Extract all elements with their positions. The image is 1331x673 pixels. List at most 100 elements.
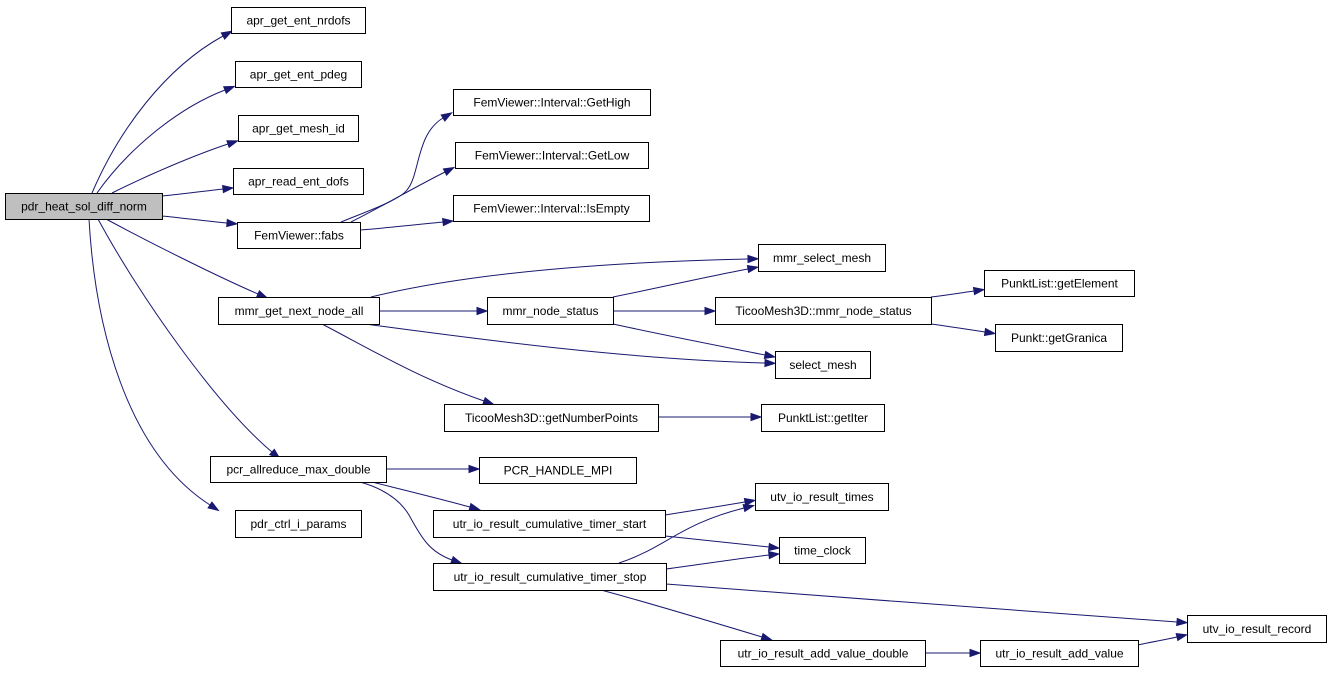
- edge-line: [96, 89, 226, 194]
- node-punktlist-getiter[interactable]: PunktList::getIter: [761, 404, 885, 432]
- node-ticoomesh3d-mmr-node-status[interactable]: TicooMesh3D::mmr_node_status: [715, 297, 932, 325]
- edge-line: [618, 507, 745, 564]
- node-box: [235, 510, 362, 538]
- edge-arrowhead: [742, 504, 756, 513]
- node-utv-io-result-times[interactable]: utv_io_result_times: [755, 483, 889, 511]
- edge-n9-n10: [370, 254, 760, 298]
- node-femviewer-interval-gethigh[interactable]: FemViewer::Interval::GetHigh: [453, 89, 651, 116]
- edge-n5-n6: [340, 112, 453, 223]
- node-box: [238, 115, 359, 142]
- edge-n0-n1: [91, 30, 234, 194]
- node-apr-get-mesh-id[interactable]: apr_get_mesh_id: [238, 115, 359, 142]
- node-box: [453, 195, 650, 222]
- edge-line: [1137, 636, 1178, 646]
- node-label: select_mesh: [789, 358, 856, 372]
- edge-n0-n3: [111, 140, 239, 194]
- node-utr-io-result-add-value[interactable]: utr_io_result_add_value: [980, 640, 1139, 667]
- node-mmr-node-status[interactable]: mmr_node_status: [487, 297, 614, 325]
- node-box: [453, 89, 651, 116]
- node-box: [235, 61, 362, 88]
- node-femviewer-interval-getlow[interactable]: FemViewer::Interval::GetLow: [455, 142, 649, 169]
- edge-n27-n25: [1137, 633, 1189, 646]
- node-mmr-get-next-node-all[interactable]: mmr_get_next_node_all: [218, 297, 380, 325]
- node-time-clock[interactable]: time_clock: [779, 537, 866, 564]
- node-apr-get-ent-pdeg[interactable]: apr_get_ent_pdeg: [235, 61, 362, 88]
- edge-line: [600, 589, 763, 638]
- edge-line: [340, 117, 444, 223]
- node-femviewer-fabs[interactable]: FemViewer::fabs: [237, 222, 361, 249]
- node-label: PunktList::getElement: [1001, 277, 1118, 291]
- node-utr-io-result-add-value-double[interactable]: utr_io_result_add_value_double: [720, 640, 926, 667]
- node-box: [237, 222, 361, 249]
- node-ticoomesh3d-getnumberpoints[interactable]: TicooMesh3D::getNumberPoints: [444, 404, 659, 432]
- edge-line: [321, 323, 485, 402]
- edge-arrowhead: [220, 30, 234, 40]
- node-box: [210, 456, 387, 483]
- node-label: utv_io_result_record: [1203, 622, 1312, 636]
- edge-n9-n16: [321, 323, 495, 405]
- edge-arrowhead: [746, 264, 760, 274]
- node-box: [761, 404, 885, 432]
- node-label: PunktList::getIter: [778, 411, 868, 425]
- node-label: utv_io_result_times: [770, 490, 873, 504]
- node-pcr-handle-mpi[interactable]: PCR_HANDLE_MPI: [479, 457, 637, 484]
- edge-n23-n22: [665, 550, 781, 570]
- node-box: [715, 297, 932, 325]
- edge-arrowhead: [768, 550, 781, 560]
- edge-arrowhead: [768, 542, 781, 552]
- edge-line: [91, 35, 224, 194]
- node-label: FemViewer::Interval::GetLow: [475, 149, 630, 163]
- node-box: [775, 351, 871, 379]
- node-punktlist-getelement[interactable]: PunktList::getElement: [984, 270, 1135, 297]
- node-box: [444, 404, 659, 432]
- edge-arrowhead: [1176, 617, 1189, 627]
- node-utv-io-result-record[interactable]: utv_io_result_record: [1187, 615, 1327, 643]
- node-apr-get-ent-nrdofs[interactable]: apr_get_ent_nrdofs: [231, 7, 366, 34]
- node-label: pdr_ctrl_i_params: [250, 517, 346, 531]
- node-pdr-ctrl-i-params[interactable]: pdr_ctrl_i_params: [235, 510, 362, 538]
- node-utr-io-result-cumulative-timer-start[interactable]: utr_io_result_cumulative_timer_start: [433, 510, 666, 538]
- node-punkt-getgranica[interactable]: Punkt::getGranica: [995, 324, 1123, 352]
- edge-arrowhead: [764, 358, 777, 368]
- edge-n23-n20: [618, 504, 756, 564]
- node-label: utr_io_result_add_value_double: [738, 647, 909, 661]
- edge-n12-n13: [930, 286, 986, 298]
- edge-arrowhead: [747, 254, 760, 264]
- node-label: utr_io_result_add_value: [995, 647, 1123, 661]
- node-label: mmr_get_next_node_all: [235, 304, 364, 318]
- node-box: [231, 7, 366, 34]
- edge-arrowhead: [969, 648, 982, 658]
- node-utr-io-result-cumulative-timer-stop[interactable]: utr_io_result_cumulative_timer_stop: [433, 563, 667, 591]
- node-label: time_clock: [794, 544, 852, 558]
- node-label: apr_get_ent_pdeg: [250, 68, 347, 82]
- edges-layer: [88, 30, 1189, 658]
- edge-n9-n15: [364, 323, 777, 368]
- node-pdr-heat-sol-diff-norm[interactable]: pdr_heat_sol_diff_norm: [5, 193, 163, 220]
- node-box: [758, 244, 886, 272]
- node-select-mesh[interactable]: select_mesh: [775, 351, 871, 379]
- edge-line: [97, 218, 273, 453]
- node-pcr-allreduce-max-double[interactable]: pcr_allreduce_max_double: [210, 456, 387, 483]
- node-box: [233, 168, 364, 195]
- edge-n0-n4: [161, 184, 235, 197]
- edge-line: [371, 481, 471, 508]
- edge-line: [364, 323, 766, 364]
- edge-n18-n21: [371, 481, 482, 511]
- edge-line: [105, 218, 259, 295]
- edge-line: [930, 290, 975, 298]
- edge-n23-n25: [665, 583, 1189, 627]
- edge-arrowhead: [468, 464, 481, 474]
- node-box: [479, 457, 637, 484]
- node-box: [779, 537, 866, 564]
- node-label: apr_get_mesh_id: [252, 122, 345, 136]
- edge-arrowhead: [972, 286, 986, 296]
- node-femviewer-interval-isempty[interactable]: FemViewer::Interval::IsEmpty: [453, 195, 650, 222]
- edge-arrowhead: [476, 306, 489, 316]
- edge-line: [612, 268, 749, 298]
- node-box: [1187, 615, 1327, 643]
- node-mmr-select-mesh[interactable]: mmr_select_mesh: [758, 244, 886, 272]
- node-box: [755, 483, 889, 511]
- edge-arrowhead: [1175, 633, 1189, 642]
- node-apr-read-ent-dofs[interactable]: apr_read_ent_dofs: [233, 168, 364, 195]
